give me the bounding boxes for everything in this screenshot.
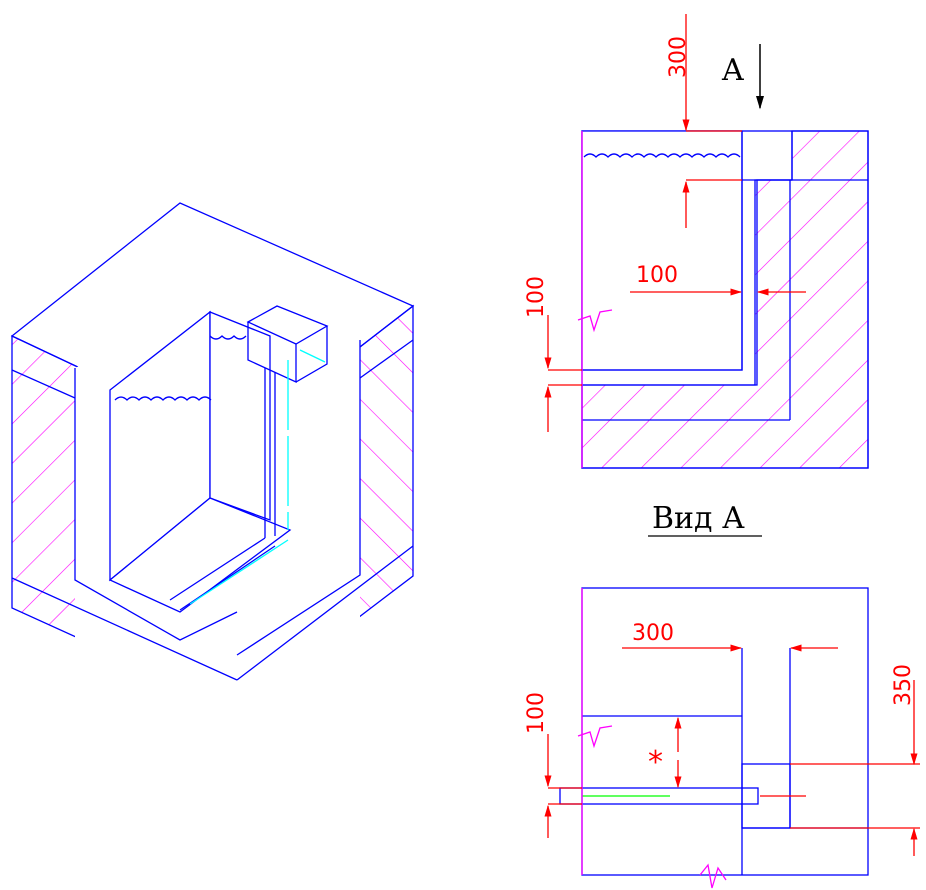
section-dim-wall: 100 xyxy=(636,263,678,288)
section-dimensions xyxy=(544,14,806,432)
plan-dim-width: 300 xyxy=(632,621,674,646)
iso-right-wall-inner xyxy=(236,340,361,656)
iso-right-band xyxy=(359,339,414,379)
iso-floor-band-left xyxy=(11,577,238,681)
iso-cavity-floor xyxy=(108,497,292,613)
section-break-line xyxy=(577,309,613,333)
plan-view xyxy=(559,587,869,889)
plan-dim-depth: 350 xyxy=(891,664,916,706)
iso-cavity-back-right xyxy=(209,311,271,521)
plan-dim-note: * xyxy=(648,745,663,780)
iso-left-wall-inner xyxy=(74,368,238,641)
section-marker-label: A xyxy=(721,53,744,88)
iso-vent-box-side xyxy=(247,322,297,384)
iso-left-band xyxy=(11,369,76,399)
isometric-view xyxy=(10,202,415,720)
plan-dim-floor: 100 xyxy=(524,692,549,734)
section-view xyxy=(577,130,869,469)
iso-vent-box-right xyxy=(295,326,328,383)
plan-break-line xyxy=(577,725,613,749)
iso-floor-band-right xyxy=(236,545,414,681)
section-dim-floor: 100 xyxy=(524,276,549,318)
plan-view-title: Вид А xyxy=(652,501,745,536)
iso-water-surface xyxy=(114,396,212,401)
plan-dimensions xyxy=(544,644,920,856)
section-dim-top-height: 300 xyxy=(666,36,691,78)
plan-pipe xyxy=(559,787,759,805)
section-water-surface xyxy=(583,153,741,158)
